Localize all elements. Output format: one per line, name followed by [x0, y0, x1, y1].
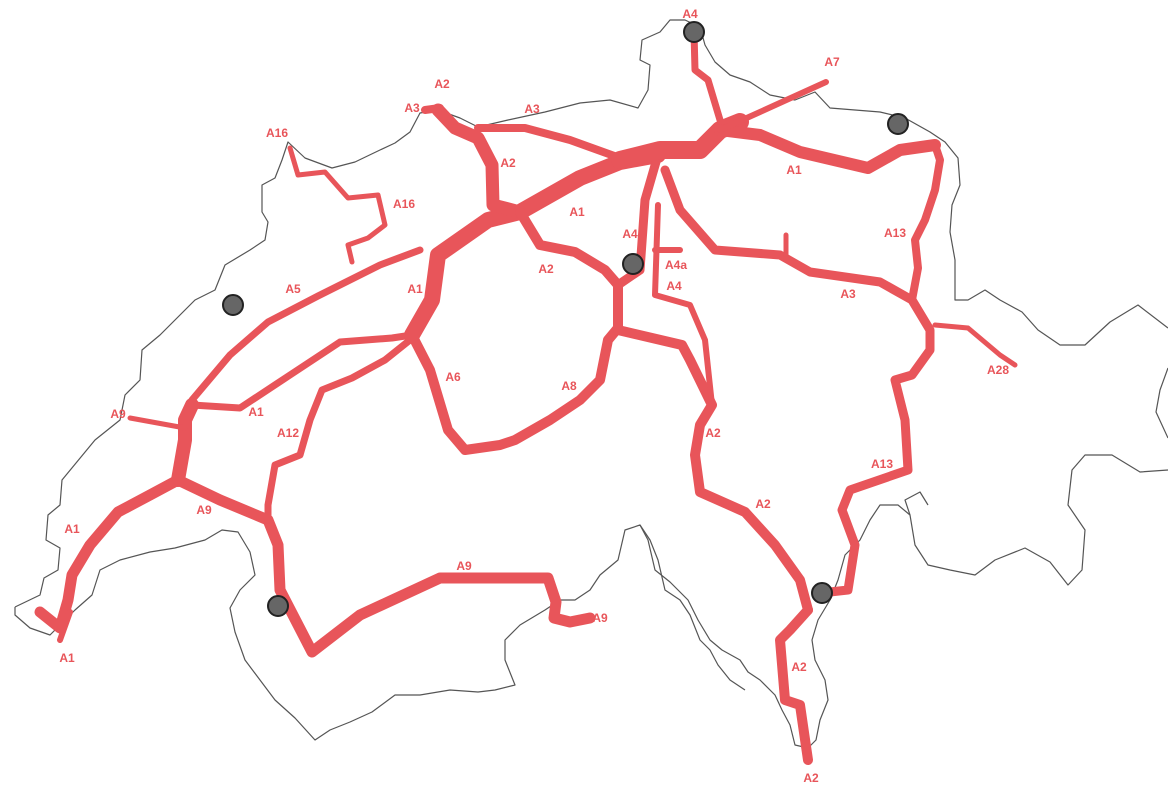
road-labels: A4 A7 A2 A3 A3 A16 A16 A2 A1 A1 A4 A4a A…	[59, 7, 1009, 785]
label-a6: A6	[445, 370, 461, 384]
road-a9-vevey	[172, 474, 596, 658]
label-a5: A5	[285, 282, 301, 296]
road-a12	[264, 336, 414, 524]
city-marker-martigny[interactable]	[267, 595, 289, 617]
road-a2-ticino	[775, 605, 813, 765]
label-a16-mid: A16	[393, 197, 415, 211]
label-a28: A28	[987, 363, 1009, 377]
label-a4-schaffhausen: A4	[682, 7, 698, 21]
road-a2-luzern	[515, 207, 813, 615]
road-a4-zug	[613, 150, 663, 290]
road-a28	[932, 322, 1018, 368]
road-a9-lausanne-west	[127, 415, 188, 431]
neighbour-border-2	[904, 491, 929, 516]
label-a9-simplon: A9	[592, 611, 608, 625]
label-a2-hauenstein: A2	[500, 156, 516, 170]
road-a16	[287, 145, 388, 265]
road-a1-stgallen	[714, 124, 941, 174]
swiss-border	[14, 19, 1168, 608]
label-a1-geneva-north: A1	[64, 522, 80, 536]
city-marker-bellinzona[interactable]	[811, 582, 833, 604]
road-a4-schaffhausen	[690, 28, 724, 124]
road-a3-basel	[421, 104, 624, 162]
label-a1-olten: A1	[569, 205, 585, 219]
label-a7: A7	[824, 55, 840, 69]
neighbour-border-1	[639, 524, 746, 691]
road-a13-north	[908, 141, 944, 304]
label-a9-east: A9	[456, 559, 472, 573]
city-marker-neuchatel[interactable]	[222, 294, 244, 316]
label-a1-bern: A1	[407, 282, 423, 296]
label-a13-north: A13	[884, 226, 906, 240]
motorway-network	[34, 28, 1018, 765]
label-a2-gotthard: A2	[705, 426, 721, 440]
city-marker-luzern[interactable]	[622, 253, 644, 275]
label-a16-top: A16	[266, 126, 288, 140]
label-a2-lugano: A2	[791, 660, 807, 674]
road-a7	[717, 79, 829, 133]
city-marker-schaffhausen[interactable]	[683, 21, 705, 43]
label-a2-ticino: A2	[755, 497, 771, 511]
label-a9-vaud: A9	[196, 503, 212, 517]
label-a4-zug: A4	[622, 227, 638, 241]
road-a4-south	[652, 202, 715, 408]
label-a1-east: A1	[786, 163, 802, 177]
road-a3-walensee	[660, 165, 935, 597]
road-a2-basel-olten	[431, 103, 527, 219]
road-a6	[407, 323, 623, 455]
borders	[14, 19, 1168, 749]
label-a2-luzern: A2	[538, 262, 554, 276]
label-a1-west: A1	[248, 405, 264, 419]
label-a3-walensee: A3	[840, 287, 856, 301]
label-a4-south: A4	[666, 279, 682, 293]
label-a9-lausanne: A9	[110, 407, 126, 421]
road-a1-geneva-spur	[57, 609, 73, 643]
label-a12: A12	[277, 426, 299, 440]
city-markers	[222, 21, 909, 617]
road-a1-yverdon	[188, 331, 416, 412]
city-marker-stgallen[interactable]	[887, 113, 909, 135]
label-a1-geneva: A1	[59, 651, 75, 665]
label-a3-north: A3	[524, 102, 540, 116]
road-a5	[188, 246, 424, 404]
label-a3-basel: A3	[404, 101, 420, 115]
label-a2-chiasso: A2	[803, 771, 819, 785]
label-a13-south: A13	[871, 457, 893, 471]
label-a4a: A4a	[665, 258, 687, 272]
label-a8: A8	[561, 379, 577, 393]
label-a2-basel: A2	[434, 77, 450, 91]
swiss-border-south	[14, 367, 1168, 749]
road-a9-lausanne-junction	[171, 398, 199, 487]
